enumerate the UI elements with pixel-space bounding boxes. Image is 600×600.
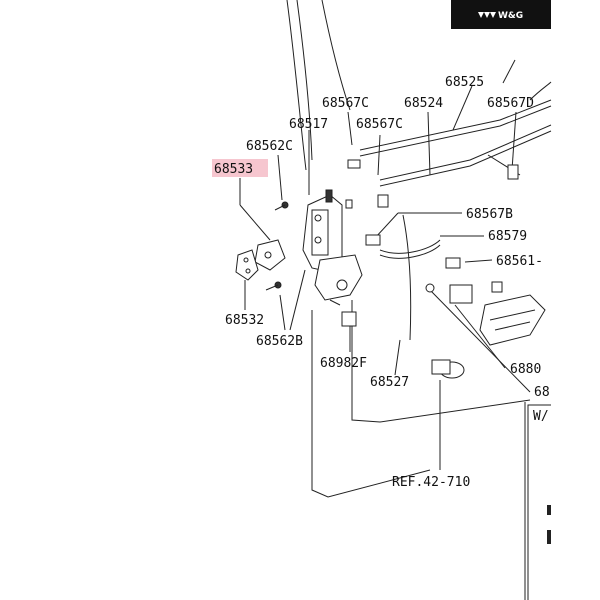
inset-box	[524, 402, 551, 600]
label-68567d: 68567D	[487, 96, 534, 111]
label-68567b: 68567B	[466, 207, 513, 222]
outside-handle	[449, 281, 546, 346]
label-68579: 68579	[488, 229, 527, 244]
label-68562c: 68562C	[246, 139, 293, 154]
label-wo: W/	[533, 409, 549, 424]
label-68567c-b: 68567C	[356, 117, 403, 132]
label-68-edge: 68	[534, 385, 550, 400]
leader-lines	[239, 85, 531, 470]
brand-logo-text: W&G	[498, 11, 523, 21]
label-68567c-a: 68567C	[322, 96, 369, 111]
door-outline	[286, 0, 552, 498]
striker-68533	[254, 239, 286, 271]
label-68532: 68532	[225, 313, 264, 328]
highlight-68533	[212, 159, 268, 177]
label-68524: 68524	[404, 96, 443, 111]
bolt-68562c	[274, 201, 289, 211]
label-68525: 68525	[445, 75, 484, 90]
label-6880: 6880	[510, 362, 541, 377]
striker-plate-68532	[235, 249, 259, 281]
brand-badge: W&G	[451, 0, 551, 29]
bolt-68562b	[265, 281, 282, 291]
clips-and-bolts	[265, 159, 519, 327]
label-68527: 68527	[370, 375, 409, 390]
door-rods	[359, 99, 552, 187]
label-68517: 68517	[289, 117, 328, 132]
label-68982f: 68982F	[320, 356, 367, 371]
lock-actuator	[431, 359, 465, 379]
label-68562b: 68562B	[256, 334, 303, 349]
cables	[379, 214, 441, 341]
label-ref: REF.42-710	[392, 475, 470, 490]
door-latch-assembly	[302, 189, 363, 306]
brand-logo-icon	[478, 12, 496, 18]
label-68561: 68561-	[496, 254, 543, 269]
label-68533: 68533	[214, 162, 253, 177]
